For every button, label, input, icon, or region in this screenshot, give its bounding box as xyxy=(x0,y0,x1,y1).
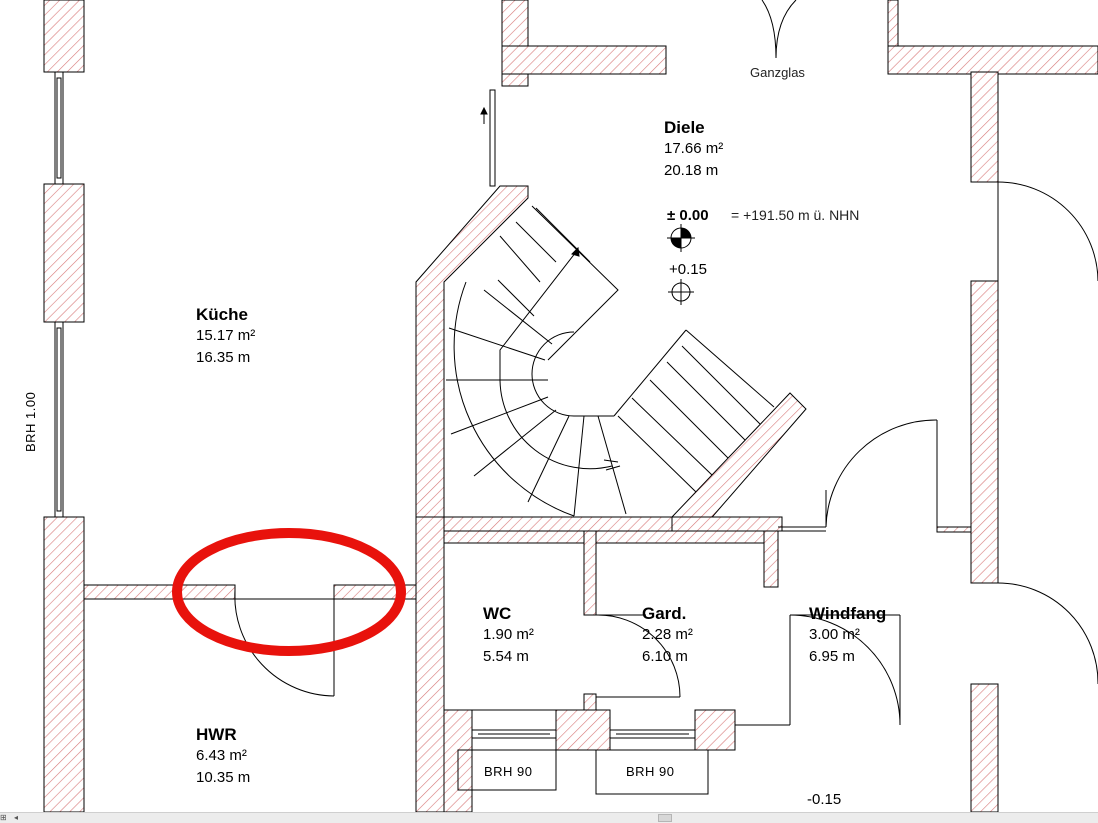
room-wc: WC 1.90 m² 5.54 m xyxy=(483,604,534,668)
wall-bottom-b xyxy=(555,709,611,751)
scrollbar-thumb[interactable] xyxy=(658,814,672,822)
room-hwr-area: 6.43 m² xyxy=(196,747,247,764)
wall-kueche-hwr-left xyxy=(83,584,236,600)
door-swing-hwr xyxy=(234,589,335,697)
label-ganzglas: Ganzglas xyxy=(750,65,805,80)
room-hwr: HWR 6.43 m² 10.35 m xyxy=(196,725,250,789)
horizontal-scrollbar[interactable]: ⊞ ◂ xyxy=(0,812,1098,823)
label-elevation-nhn: = +191.50 m ü. NHN xyxy=(731,207,860,223)
label-brh-left: BRH 1.00 xyxy=(23,391,38,452)
door-swing-right-upper xyxy=(997,181,1098,282)
sliding-door xyxy=(489,89,496,187)
wall-gard-top xyxy=(595,530,765,544)
room-kueche-name: Küche xyxy=(196,305,248,324)
wall-stair-vertical xyxy=(415,516,445,812)
door-swing-entrance xyxy=(997,582,1098,684)
room-kueche: Küche 15.17 m² 16.35 m xyxy=(196,305,255,369)
wall-gard-right xyxy=(763,530,779,588)
wall-wc-gard-b xyxy=(583,693,597,713)
wall-right-1 xyxy=(970,71,999,183)
wall-wc-gard-a xyxy=(583,530,597,616)
room-gard-perimeter: 6.10 m xyxy=(642,648,688,665)
label-elevation-plus: +0.15 xyxy=(669,261,707,278)
door-swing-windfang-diele xyxy=(825,419,938,528)
brh-box-wc xyxy=(457,749,557,791)
wall-stair-angled xyxy=(415,185,529,518)
room-wc-area: 1.90 m² xyxy=(483,626,534,643)
label-brh-gard: BRH 90 xyxy=(626,764,675,779)
wall-bottom-right xyxy=(671,516,783,532)
room-kueche-perimeter: 16.35 m xyxy=(196,349,251,366)
walls xyxy=(43,0,1098,812)
room-kueche-area: 15.17 m² xyxy=(196,327,256,344)
elevation-marker-plus xyxy=(668,279,694,305)
room-wc-perimeter: 5.54 m xyxy=(483,648,529,665)
wall-right-2 xyxy=(970,280,999,584)
room-windfang-area: 3.00 m² xyxy=(809,626,860,643)
room-windfang: Windfang 3.00 m² 6.95 m xyxy=(809,604,886,668)
brh-box-gard xyxy=(595,749,709,795)
window-left-mid xyxy=(54,321,64,518)
wall-left-mid xyxy=(43,183,85,323)
room-hwr-name: HWR xyxy=(196,725,237,744)
wall-left-bottom xyxy=(43,516,85,812)
wall-top-b xyxy=(501,45,667,75)
label-brh-wc: BRH 90 xyxy=(484,764,533,779)
window-left-top xyxy=(54,71,64,185)
linework xyxy=(84,0,1098,795)
door-swing-wc xyxy=(595,614,681,698)
room-diele-name: Diele xyxy=(664,118,705,137)
scroll-left-arrow-icon[interactable]: ◂ xyxy=(14,813,19,822)
wall-left-top xyxy=(43,0,85,73)
windows xyxy=(54,71,696,739)
door-swing-windfang xyxy=(789,614,901,726)
room-windfang-perimeter: 6.95 m xyxy=(809,648,855,665)
wall-wc-top xyxy=(443,530,585,544)
room-diele: Diele 17.66 m² 20.18 m xyxy=(664,118,723,182)
wall-top-c xyxy=(887,0,899,47)
room-gard-area: 2.28 m² xyxy=(642,626,693,643)
door-ganzglas xyxy=(761,0,797,59)
wall-right-3 xyxy=(970,683,999,812)
wall-top-d xyxy=(887,45,1098,75)
room-wc-name: WC xyxy=(483,604,512,623)
wall-bottom-c xyxy=(694,709,736,751)
room-gard: Gard. 2.28 m² 6.10 m xyxy=(642,604,693,668)
room-windfang-name: Windfang xyxy=(809,604,887,623)
label-elevation-zero: ± 0.00 xyxy=(667,207,709,224)
wall-diele-right xyxy=(936,526,972,533)
room-diele-perimeter: 20.18 m xyxy=(664,162,719,179)
room-gard-name: Gard. xyxy=(642,604,687,623)
label-elevation-minus: -0.15 xyxy=(807,791,842,808)
room-diele-area: 17.66 m² xyxy=(664,140,724,157)
room-hwr-perimeter: 10.35 m xyxy=(196,769,251,786)
staircase xyxy=(446,205,775,517)
wall-kueche-hwr-right xyxy=(333,584,417,600)
elevation-marker-zero xyxy=(667,224,695,252)
markup-circle-annotation xyxy=(172,528,406,656)
scroll-corner-icon: ⊞ xyxy=(0,813,7,822)
